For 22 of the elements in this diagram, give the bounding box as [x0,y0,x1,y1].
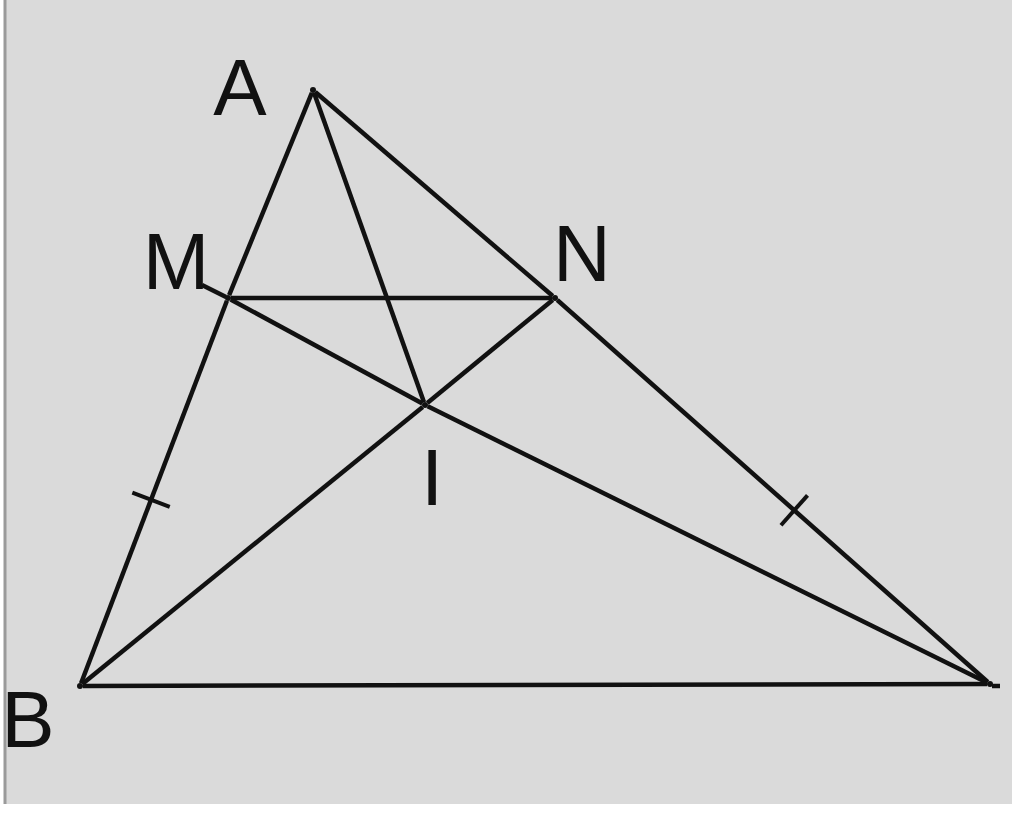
line-segment [555,298,990,684]
line-segment [78,300,230,684]
line-segment [80,405,425,686]
line-segment [311,92,427,403]
vertex-point [552,295,558,301]
line-segment [231,295,552,301]
line-segment [229,297,424,406]
vertex-point [77,683,83,689]
point-label: I [420,438,444,518]
point-label: B [1,680,55,760]
point-label: A [213,48,267,128]
point-label: N [553,214,611,294]
vertex-point [987,681,993,687]
line-segment [227,91,314,297]
vertex-point [310,87,316,93]
vertex-point [422,402,428,408]
point-label: M [142,222,210,302]
vertex-point [225,295,231,301]
line-segment [83,681,987,689]
line-segment [426,404,989,685]
line-segment [425,298,555,405]
line-segment [313,90,555,298]
